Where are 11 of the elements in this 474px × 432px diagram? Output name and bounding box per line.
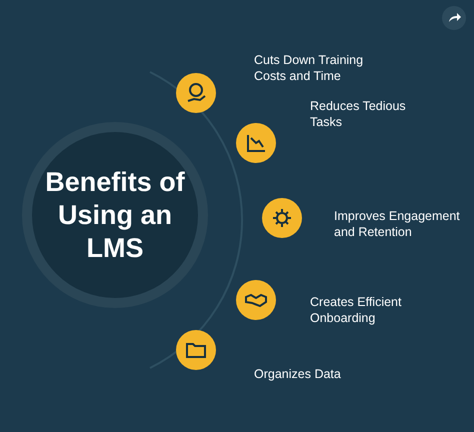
benefit-text: Creates Efficient Onboarding — [310, 294, 402, 326]
icon-circle — [176, 330, 216, 370]
benefit-text: Improves Engagement and Retention — [334, 208, 461, 240]
icon-circle — [176, 73, 216, 113]
benefit-text: Cuts Down Training Costs and Time — [254, 52, 364, 84]
benefit-text: Reduces Tedious Tasks — [310, 98, 407, 130]
icon-circle — [236, 123, 276, 163]
title-text: Benefits of Using an LMS — [44, 166, 186, 264]
benefit-text: Organizes Data — [254, 366, 342, 382]
icon-circle — [262, 198, 302, 238]
icon-circle — [236, 280, 276, 320]
